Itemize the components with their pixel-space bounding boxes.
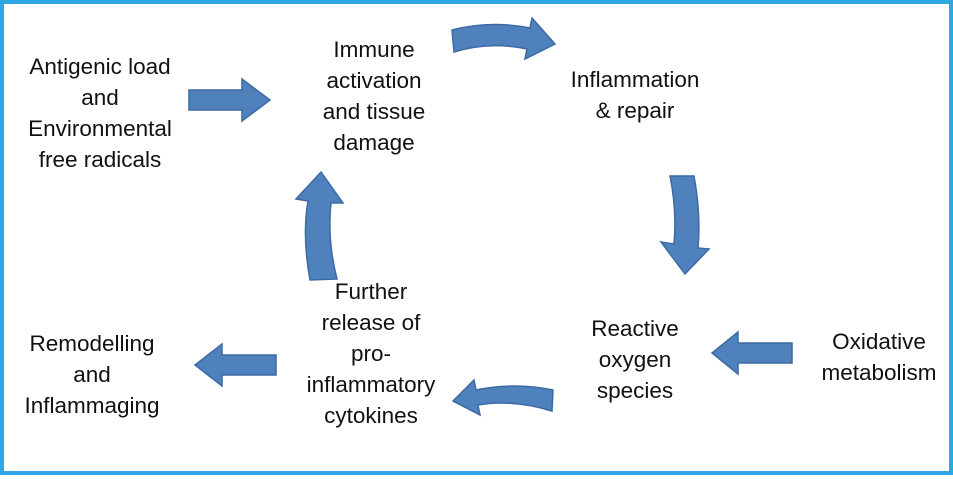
node-label-line: & repair	[595, 98, 675, 123]
node-label-line: Inflammation	[570, 67, 700, 92]
arrows-layer	[188, 16, 793, 417]
node-label-line: Inflammaging	[24, 393, 160, 418]
arrow-cytokines-to-remodelling	[193, 342, 277, 388]
node-label-line: Environmental	[28, 116, 172, 141]
node-label-line: Remodelling	[29, 331, 155, 356]
node-label-line: oxygen	[598, 347, 672, 372]
node-immune-activation: Immune activation and tissue damage	[294, 34, 454, 158]
node-label-line: cytokines	[324, 403, 418, 428]
node-label-line: release of	[321, 310, 421, 335]
node-label-line: species	[596, 378, 674, 403]
node-reactive-oxygen-species: Reactive oxygen species	[570, 313, 700, 406]
arrow-inflammation-to-ros	[659, 175, 711, 276]
node-label-line: activation	[326, 68, 422, 93]
node-oxidative-metabolism: Oxidative metabolism	[806, 326, 952, 388]
node-label-line: metabolism	[821, 360, 937, 385]
node-cytokines-release: Further release of pro-inflammatory cytokin…	[296, 276, 446, 431]
arrow-immune-to-inflammation	[451, 16, 557, 61]
node-label-line: free radicals	[38, 147, 162, 172]
node-label-line: damage	[333, 130, 415, 155]
node-label-line: and	[73, 362, 111, 387]
node-label-line: Immune	[333, 37, 415, 62]
node-inflammation-repair: Inflammation & repair	[560, 64, 710, 126]
arrow-antigenic-to-immune	[188, 77, 272, 123]
node-label-line: Further	[334, 279, 408, 304]
arrow-cytokines-to-immune	[294, 170, 345, 281]
node-label-line: and	[81, 85, 119, 110]
arrow-oxidative-to-ros	[710, 330, 793, 376]
node-label-line: Reactive	[591, 316, 679, 341]
node-label-line: pro-	[350, 341, 391, 366]
node-label-line: Oxidative	[832, 329, 926, 354]
arrow-ros-to-cytokines	[451, 378, 554, 417]
node-label-line: Antigenic load	[29, 54, 171, 79]
node-label-line: inflammatory	[306, 372, 436, 397]
node-label-line: and tissue	[322, 99, 426, 124]
